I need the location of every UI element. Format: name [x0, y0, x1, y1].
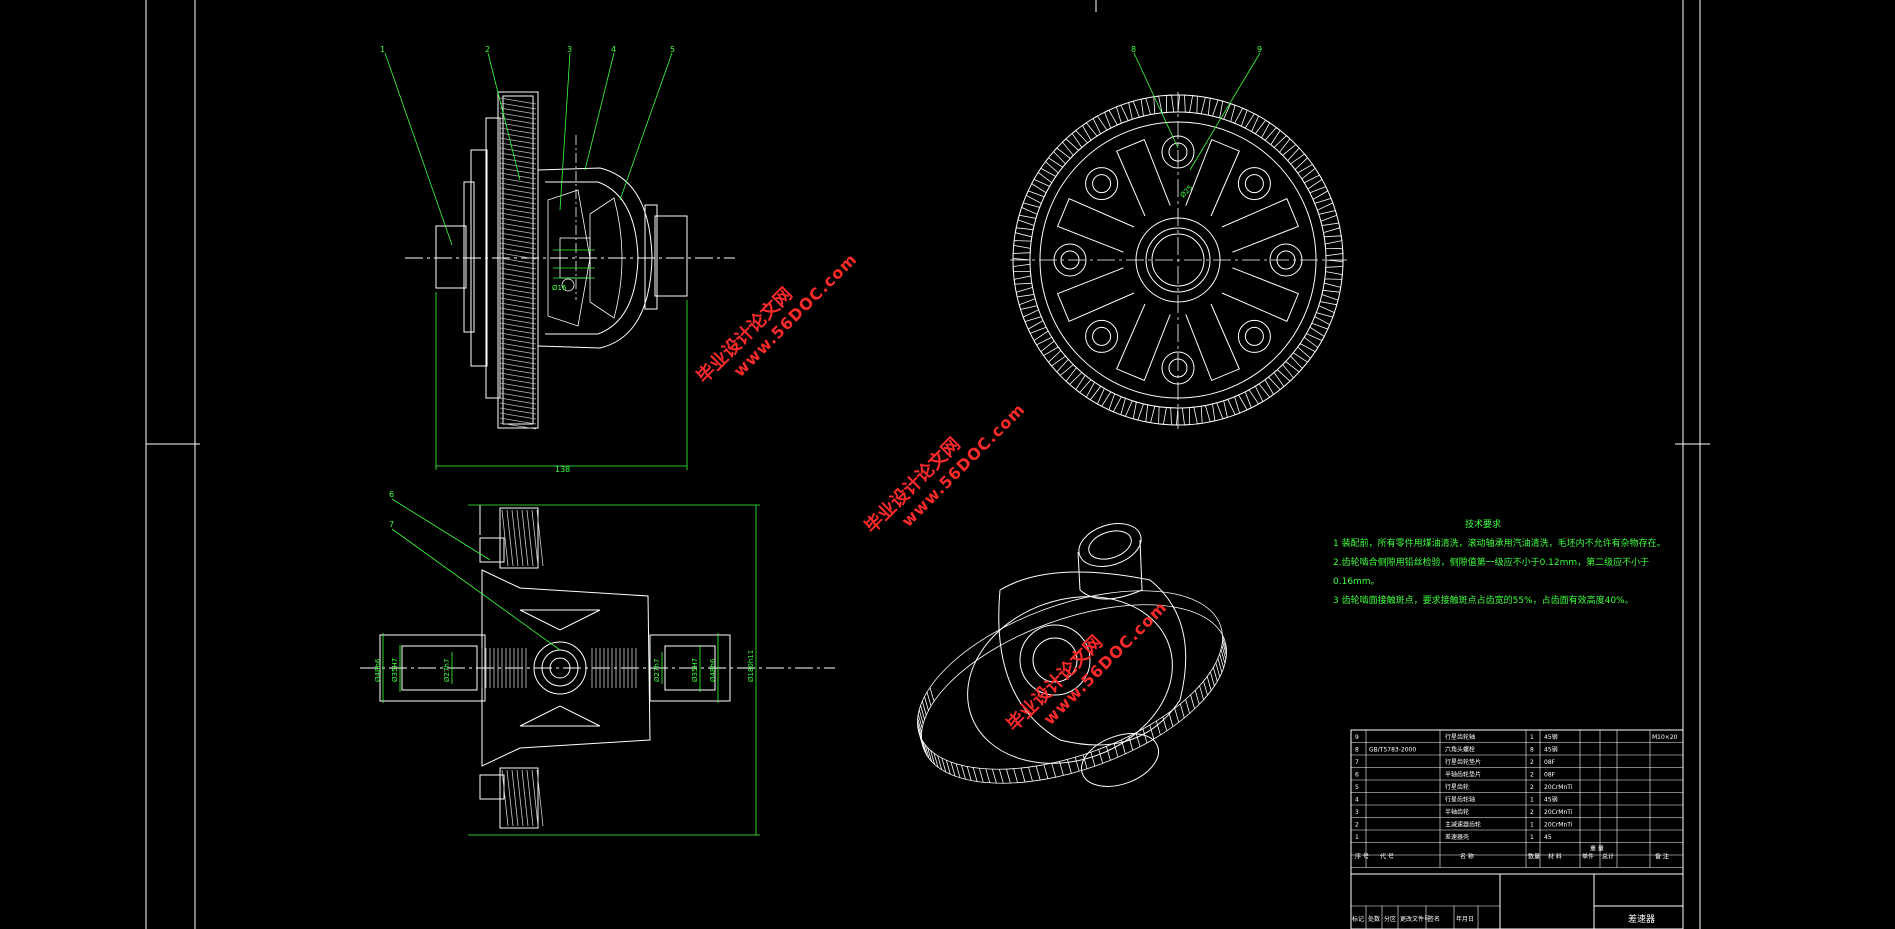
bom-name: 半轴齿轮: [1445, 808, 1469, 816]
bom-note: M10×20: [1652, 734, 1678, 741]
bom-header-note: 备 注: [1655, 853, 1669, 861]
dim-left-inner: Ø35H7: [391, 658, 399, 682]
bom-no: 2: [1355, 822, 1359, 829]
bom-material: 20CrMnTi: [1544, 809, 1573, 816]
bom-no: 3: [1355, 809, 1359, 816]
technical-requirements: 技术要求 1 装配前，所有零件用煤油清洗，滚动轴承用汽油清洗，毛坯内不允许有杂物…: [1333, 516, 1666, 611]
bom-code: GB/T5783-2000: [1369, 747, 1416, 754]
bom-name: 行星齿轮: [1445, 783, 1469, 791]
bom-header-material: 材 料: [1548, 853, 1562, 861]
balloon-2: 2: [485, 45, 490, 54]
bom-name: 半轴齿轮垫片: [1445, 771, 1481, 779]
bom-no: 8: [1355, 747, 1359, 754]
tech-req-line-3: 0.16mm。: [1333, 577, 1380, 587]
bom-qty: 8: [1530, 747, 1534, 754]
bom-header-code: 代 号: [1380, 853, 1394, 861]
bom-qty: 1: [1530, 734, 1534, 741]
bom-name: 六角头螺栓: [1445, 746, 1475, 754]
bom-name: 差速器壳: [1445, 833, 1469, 841]
bom-header-name: 名 称: [1460, 853, 1474, 861]
drawing-frame: [145, 0, 1710, 929]
bom-material: 08F: [1544, 772, 1556, 779]
bom-no: 9: [1355, 734, 1359, 741]
tech-req-line-2: 2.齿轮啮合侧隙用铅丝检验，侧隙值第一级应不小于0.12mm，第二级应不小于: [1333, 558, 1650, 568]
bom-qty: 2: [1530, 784, 1534, 791]
bom-qty: 2: [1530, 772, 1534, 779]
balloon-7: 7: [389, 520, 394, 529]
balloon-5: 5: [670, 45, 675, 54]
dim-total: Ø180h11: [747, 650, 755, 682]
bom-material: 45钢: [1544, 746, 1558, 754]
dim-center: Ø16: [552, 284, 567, 292]
bom-material: 45钢: [1544, 796, 1558, 804]
bom-no: 4: [1355, 797, 1359, 804]
dim-spline-left: Ø27h7: [443, 659, 451, 682]
bom-name: 行星齿轮轴: [1445, 796, 1475, 804]
bom-qty: 1: [1530, 822, 1534, 829]
signature-row-label: 分区: [1384, 915, 1396, 923]
tech-req-line-4: 3 齿轮啮面接触斑点，要求接触斑点占齿宽的55%，占齿面有效高度40%。: [1333, 596, 1634, 606]
bom-qty: 2: [1530, 759, 1534, 766]
bom-material: 45: [1544, 834, 1552, 841]
title-block: [1350, 729, 1684, 929]
drawing-title: 差速器: [1628, 913, 1655, 925]
bom-qty: 1: [1530, 834, 1534, 841]
bom-name: 主减速器齿轮: [1445, 821, 1481, 829]
bom-header-total-weight: 总计: [1602, 853, 1614, 861]
bom-no: 7: [1355, 759, 1359, 766]
signature-row-label: 年月日: [1456, 915, 1474, 923]
bom-no: 6: [1355, 772, 1359, 779]
balloon-8: 8: [1131, 45, 1136, 54]
balloon-3: 3: [567, 45, 572, 54]
balloon-6: 6: [389, 490, 394, 499]
tech-req-line-1: 1 装配前，所有零件用煤油清洗，滚动轴承用汽油清洗，毛坯内不允许有杂物存在。: [1333, 539, 1666, 549]
balloon-4: 4: [611, 45, 616, 54]
bom-header-qty: 数量: [1528, 853, 1540, 861]
signature-row-label: 更改文件号: [1400, 915, 1430, 923]
section-dimensions: [382, 504, 760, 836]
dim-right-inner: Ø35H7: [691, 658, 699, 682]
bom-material: 20CrMnTi: [1544, 784, 1573, 791]
signature-row-label: 处数: [1368, 915, 1380, 923]
bom-no: 5: [1355, 784, 1359, 791]
dim-width-top: 138: [555, 465, 570, 474]
dim-front: Ø25: [1179, 184, 1195, 200]
bom-material: 20CrMnTi: [1544, 822, 1573, 829]
bom-material: 45钢: [1544, 733, 1558, 741]
bom-header-unit-weight: 单件: [1582, 853, 1594, 861]
signature-row-label: 标记: [1352, 915, 1364, 923]
section-view-bottom: [360, 505, 835, 829]
dim-right-outer: Ø48h6: [709, 658, 717, 682]
bom-material: 08F: [1544, 759, 1556, 766]
balloon-9: 9: [1257, 45, 1262, 54]
bom-qty: 2: [1530, 809, 1534, 816]
dim-spline-right: Ø27h7: [653, 659, 661, 682]
bom-name: 行星齿轮垫片: [1445, 758, 1481, 766]
bom-no: 1: [1355, 834, 1359, 841]
signature-row-label: 签名: [1428, 915, 1440, 923]
bom-header-mass: 重 量: [1590, 845, 1604, 853]
tech-req-title: 技术要求: [1464, 520, 1501, 530]
leader-lines: [384, 52, 1261, 651]
bom-header-no: 序 号: [1355, 853, 1369, 861]
side-view-top: [405, 91, 735, 470]
dim-left-outer: Ø48h6: [374, 658, 382, 682]
bom-qty: 1: [1530, 797, 1534, 804]
balloon-1: 1: [380, 45, 385, 54]
bom-name: 行星齿轮轴: [1445, 733, 1475, 741]
